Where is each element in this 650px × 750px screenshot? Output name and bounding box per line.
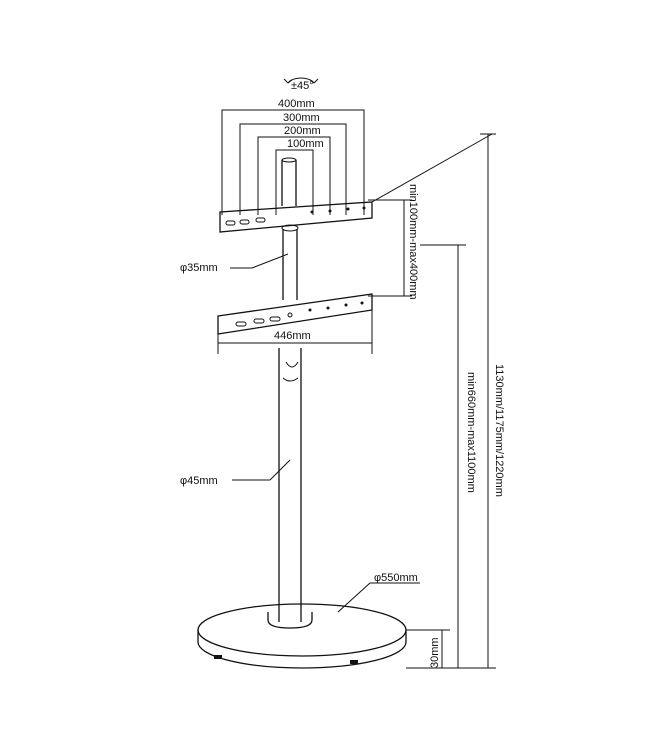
- lower-pole: [278, 370, 302, 622]
- bracket-width-label: 446mm: [274, 330, 311, 342]
- vesa-200-label: 200mm: [284, 125, 321, 137]
- pole-collar: [278, 348, 302, 382]
- vesa-300-label: 300mm: [283, 112, 320, 124]
- vesa-100-dimension: [275, 149, 314, 215]
- total-height-label: 1130mm/1175mm/1220mm: [493, 364, 505, 497]
- lower-bracket: [217, 293, 373, 335]
- vesa-400-label: 400mm: [278, 98, 315, 110]
- mount-height-label: min660mm-max1100mm: [465, 372, 477, 493]
- rotation-arrow-icon: [283, 77, 319, 84]
- upper-tube-label: φ35mm: [180, 262, 218, 274]
- upper-pole: [281, 224, 299, 300]
- base-diameter-leader: [337, 582, 371, 613]
- base-height-label: 30mm: [429, 637, 441, 668]
- upper-pole-top: [281, 157, 297, 206]
- upper-tube-leader: [251, 253, 289, 269]
- rotation-label: ±45°: [291, 80, 314, 92]
- top-bracket: [219, 201, 373, 233]
- base-height-dimension: [406, 629, 450, 669]
- bracket-gap-dimension: [368, 199, 412, 297]
- base-diameter-label: φ550mm: [374, 572, 418, 584]
- lower-tube-label: φ45mm: [180, 475, 218, 487]
- bracket-gap-label: min100mm-max400mm: [407, 184, 419, 300]
- mount-height-dimension: [420, 244, 466, 669]
- lower-tube-leader-slant: [269, 459, 291, 481]
- total-height-dimension: [371, 133, 496, 669]
- vesa-400-dimension: [221, 109, 365, 215]
- vesa-100-label: 100mm: [287, 138, 324, 150]
- vesa-200-dimension: [257, 136, 331, 215]
- bracket-width-dimension: [217, 310, 373, 354]
- vesa-300-dimension: [239, 123, 347, 215]
- base-plate: [197, 603, 407, 669]
